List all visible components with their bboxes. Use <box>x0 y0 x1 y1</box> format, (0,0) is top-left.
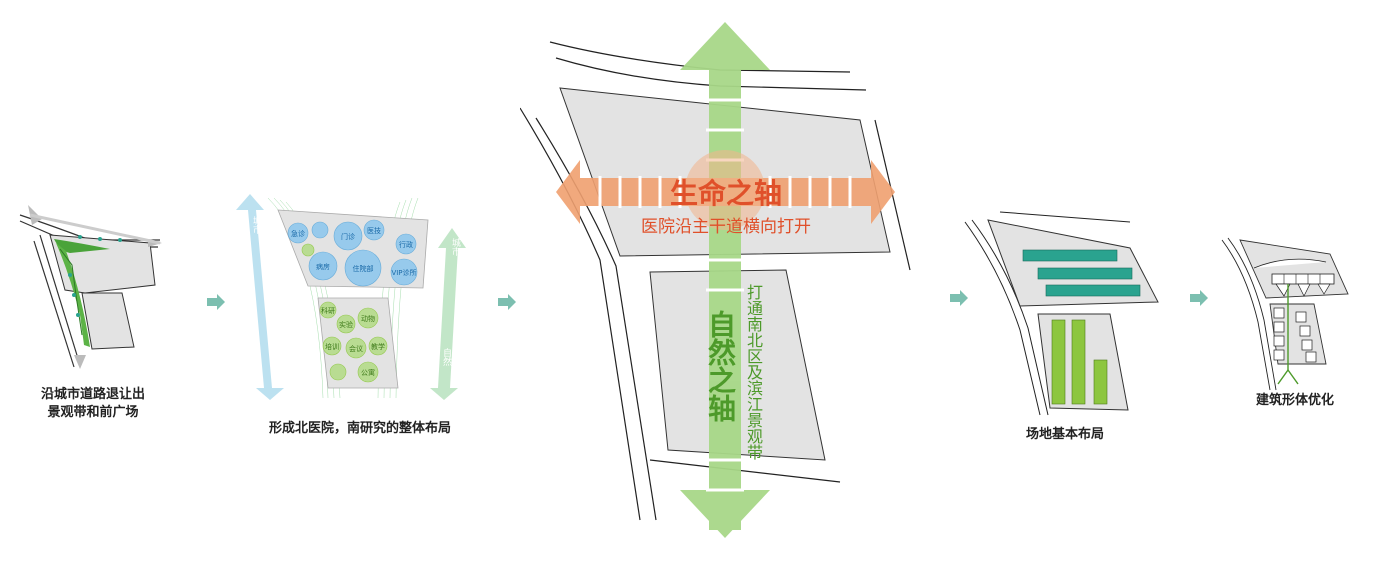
nature-axis-title: 自然之轴 <box>704 310 737 422</box>
step-arrow-4 <box>1190 290 1208 306</box>
axes-diagram <box>519 22 911 538</box>
bubble-south-1: 实验 <box>339 320 353 329</box>
label-nature-left: 自然 <box>271 348 281 366</box>
basic-layout-diagram <box>964 211 1159 416</box>
caption-zoning: 形成北医院，南研究的整体布局 <box>268 421 451 436</box>
life-axis-subtitle: 医院沿主干道横向打开 <box>641 217 811 237</box>
step-arrow-1 <box>207 294 225 310</box>
panel-axes: 生命之轴 医院沿主干道横向打开 自然之轴 打通南北区及滨江景观带 <box>519 20 920 550</box>
bubble-south-6: 会议 <box>349 344 363 353</box>
nature-axis-subtitle: 打通南北区及滨江景观带 <box>744 284 763 460</box>
step-arrow-3 <box>950 290 968 306</box>
caption-setback-line1: 沿城市道路退让出 <box>40 387 145 402</box>
bubble-north-4: 住院部 <box>353 264 374 273</box>
bubble-south-0: 科研 <box>321 306 335 315</box>
setback-diagram <box>19 205 162 369</box>
bubble-north-1: 门诊 <box>341 232 355 241</box>
panel-basic-layout <box>960 210 1170 420</box>
bubble-north-3: 病房 <box>316 262 330 271</box>
panel-setback <box>10 195 170 375</box>
bubble-south-4: 教学 <box>371 342 385 351</box>
caption-basic-layout: 场地基本布局 <box>1025 427 1104 442</box>
caption-setback-line2: 景观带和前广场 <box>47 405 139 420</box>
bubble-north-0: 急诊 <box>291 229 305 238</box>
bubble-south-3: 动物 <box>361 314 375 323</box>
bubble-north-6: 行政 <box>399 240 413 249</box>
zoning-diagram: 急诊 门诊 医技 病房 住院部 VIP诊所 行政 科研 实验 培训 动物 教学 … <box>236 194 466 400</box>
label-city-right: 城市 <box>450 238 460 256</box>
life-axis-title: 生命之轴 <box>669 177 782 210</box>
label-nature-right: 自然 <box>441 348 451 366</box>
step-arrow-2 <box>498 294 516 310</box>
bubble-south-2: 培训 <box>325 342 339 351</box>
form-optimization-diagram <box>1221 237 1349 391</box>
bubble-north-5: VIP诊所 <box>391 268 416 277</box>
caption-form-optimization: 建筑形体优化 <box>1255 393 1334 408</box>
panel-form-optimization <box>1218 232 1358 392</box>
panel-zoning: 急诊 门诊 医技 病房 住院部 VIP诊所 行政 科研 实验 培训 动物 教学 … <box>228 188 478 403</box>
bubble-south-5: 公寓 <box>361 368 375 377</box>
label-city-left: 城市 <box>251 216 261 234</box>
caption-setback: 沿城市道路退让出 景观带和前广场 <box>18 386 168 422</box>
bubble-north-2: 医技 <box>367 226 381 235</box>
